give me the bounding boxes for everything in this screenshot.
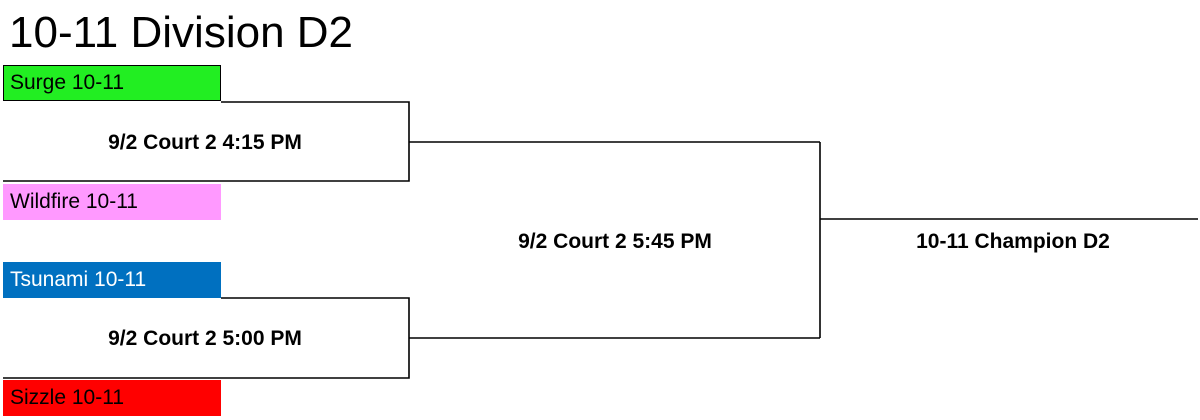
champion-label: 10-11 Champion D2	[916, 230, 1110, 253]
team-name-surge: Surge 10-11	[10, 71, 125, 94]
semifinal-2-label: 9/2 Court 2 5:00 PM	[108, 327, 302, 350]
bracket-connectors	[3, 101, 1198, 379]
team-name-tsunami: Tsunami 10-11	[10, 268, 147, 291]
team-name-sizzle: Sizzle 10-11	[10, 386, 125, 409]
semifinal-1-label: 9/2 Court 2 4:15 PM	[108, 131, 302, 154]
team-name-wildfire: Wildfire 10-11	[10, 190, 138, 213]
team-slot-wildfire[interactable]: Wildfire 10-11	[3, 184, 221, 220]
team-slot-sizzle[interactable]: Sizzle 10-11	[3, 380, 221, 416]
final-game-label: 9/2 Court 2 5:45 PM	[518, 230, 712, 253]
bracket-title: 10-11 Division D2	[9, 8, 354, 57]
team-slot-tsunami[interactable]: Tsunami 10-11	[3, 262, 221, 298]
team-slot-surge[interactable]: Surge 10-11	[3, 65, 221, 101]
